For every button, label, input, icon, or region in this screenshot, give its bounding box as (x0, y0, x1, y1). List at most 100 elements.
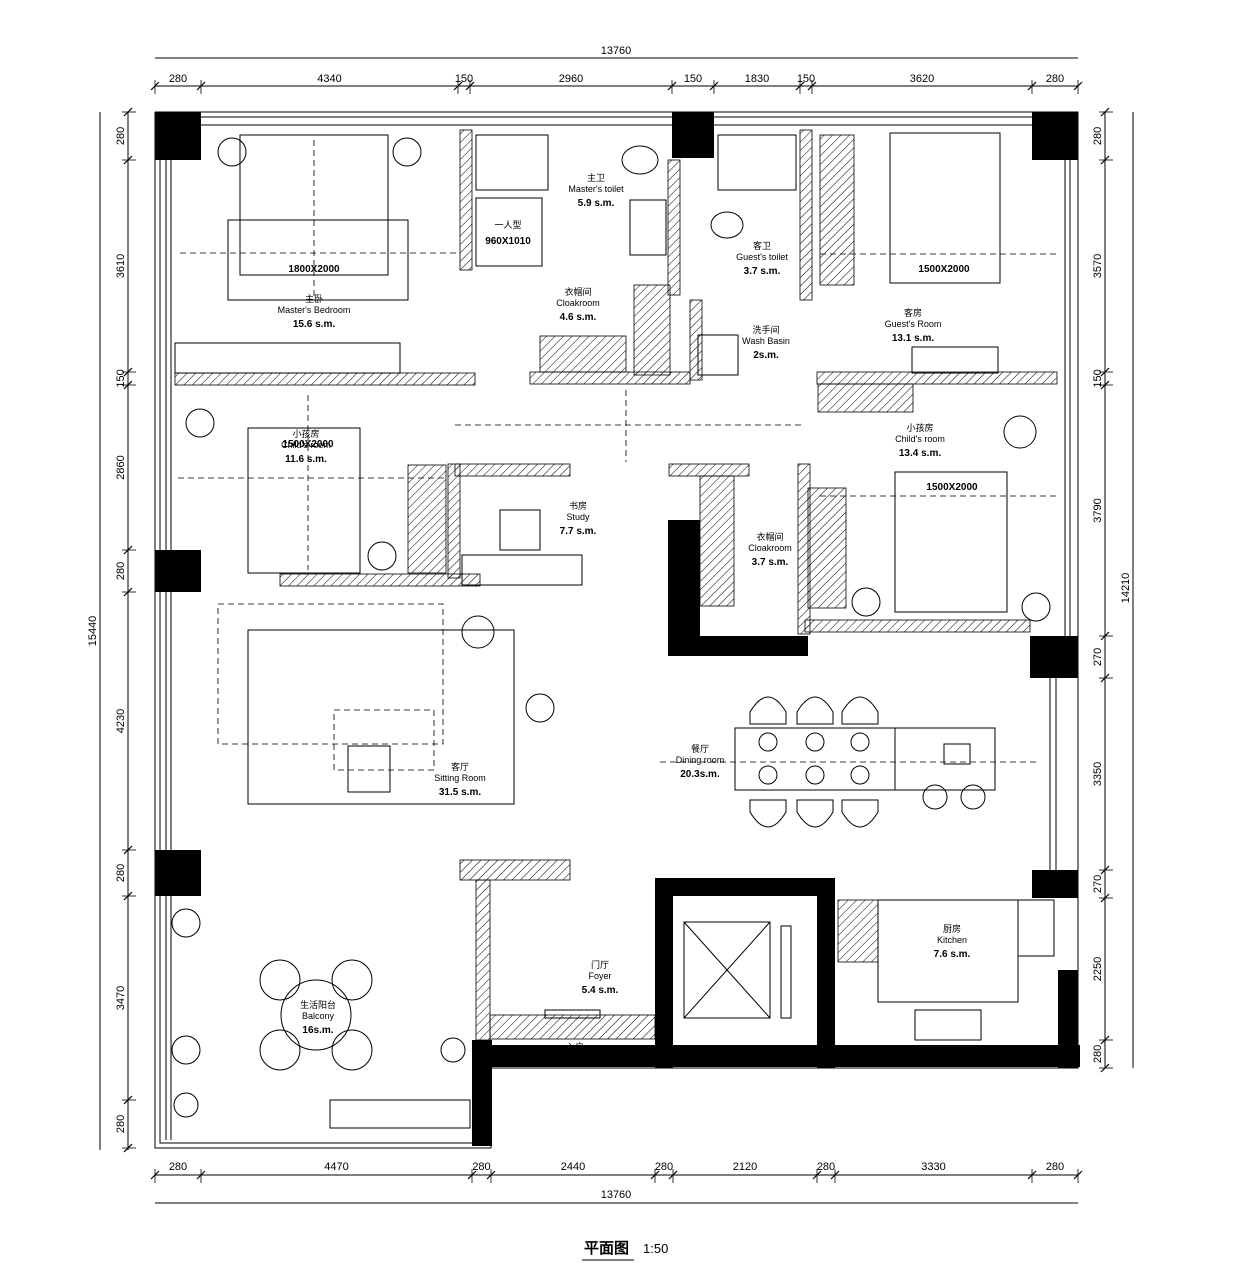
dim-right-8: 280 (1092, 1045, 1104, 1063)
dim-bottom-1: 4470 (324, 1161, 348, 1173)
guest-bed-size: 1500X2000 (918, 264, 970, 275)
child1-bed-size: 1500X2000 (282, 439, 334, 450)
dim-right-6: 270 (1092, 875, 1104, 893)
dim-bottom-6: 280 (817, 1161, 835, 1173)
left-dimension-line: 280 3610 150 2860 280 4230 280 3470 280 15440 (87, 107, 136, 1153)
dim-top-5: 1830 (745, 73, 769, 85)
room-area: 31.5 s.m. (439, 787, 481, 798)
room-name-en: Wash Basin (742, 336, 790, 346)
dim-left-8: 280 (115, 1115, 127, 1133)
room-area: 11.6 s.m. (285, 454, 327, 465)
dim-left-1: 3610 (115, 254, 127, 278)
room-area: 13.4 s.m. (899, 448, 941, 459)
dim-left-3: 2860 (115, 455, 127, 479)
room-name-en: Child's room (895, 434, 945, 444)
room-area: 3.7 s.m. (744, 266, 781, 277)
dim-right-2: 150 (1092, 369, 1104, 387)
room-name-zh: 书房 (569, 500, 587, 512)
dim-top-6: 150 (797, 73, 815, 85)
room-name-en: Kitchen (937, 935, 967, 945)
room-name-zh: 衣帽间 (756, 531, 783, 543)
room-name-zh: 餐厅 (691, 743, 709, 755)
dim-left-6: 280 (115, 864, 127, 882)
dim-top-total: 13760 (601, 45, 632, 57)
dim-right-7: 2250 (1092, 957, 1104, 981)
dim-bottom-total: 13760 (601, 1189, 632, 1201)
dim-left-2: 150 (115, 369, 127, 387)
bath-size: 960X1010 (485, 236, 531, 247)
centerlines (178, 140, 1060, 763)
dim-bottom-8: 280 (1046, 1161, 1064, 1173)
room-name-en: Master's toilet (568, 184, 624, 194)
room-area: 13.1 s.m. (892, 333, 934, 344)
room-name-en: Study (566, 512, 590, 522)
room-name-en: Cloakroom (556, 298, 600, 308)
dim-right-5: 3350 (1092, 762, 1104, 786)
room-area: 4.6 s.m. (560, 312, 597, 323)
room-name-en: Foyer (588, 971, 611, 981)
dim-bottom-3: 2440 (561, 1161, 585, 1173)
room-name-zh: 主卧 (305, 293, 323, 305)
plan-scale: 1:50 (643, 1241, 668, 1256)
room-name-en: Master's Bedroom (278, 305, 351, 315)
dim-left-4: 280 (115, 562, 127, 580)
dim-left-5: 4230 (115, 709, 127, 733)
dim-left-0: 280 (115, 127, 127, 145)
room-name-en: Balcony (302, 1011, 335, 1021)
master-bed-size: 1800X2000 (288, 264, 340, 275)
dim-left-total: 15440 (87, 616, 99, 647)
room-name-zh: 客卫 (753, 240, 771, 252)
entrance-label: 入户 (566, 1041, 584, 1053)
room-name-zh: 客厅 (451, 761, 469, 773)
dim-right-0: 280 (1092, 127, 1104, 145)
drawing-title: 平面图 1:50 (582, 1239, 668, 1261)
dim-top-8: 280 (1046, 73, 1064, 85)
dim-right-1: 3570 (1092, 254, 1104, 278)
room-name-zh: 小孩房 (292, 428, 319, 440)
room-area: 16s.m. (302, 1025, 333, 1036)
plan-title: 平面图 (584, 1239, 629, 1257)
room-name-en: Child's room (281, 440, 331, 450)
room-name-zh: 衣帽间 (564, 286, 591, 298)
dim-top-0: 280 (169, 73, 187, 85)
dim-bottom-7: 3330 (921, 1161, 945, 1173)
room-name-zh: 厨房 (943, 923, 961, 935)
room-name-zh: 生活阳台 (300, 999, 336, 1011)
dim-top-4: 150 (684, 73, 702, 85)
dim-right-total: 14210 (1120, 573, 1132, 604)
dim-bottom-0: 280 (169, 1161, 187, 1173)
dim-right-3: 3790 (1092, 498, 1104, 522)
room-area: 5.4 s.m. (582, 985, 619, 996)
dim-left-7: 3470 (115, 986, 127, 1010)
room-name-zh: 洗手间 (752, 324, 779, 336)
child2-bed-size: 1500X2000 (926, 482, 978, 493)
room-area: 20.3s.m. (680, 769, 720, 780)
dim-bottom-4: 280 (655, 1161, 673, 1173)
dim-top-2: 150 (455, 73, 473, 85)
room-name-en: Dining room (676, 755, 725, 765)
room-area: 7.6 s.m. (934, 949, 971, 960)
room-area: 2s.m. (753, 350, 779, 361)
room-name-zh: 小孩房 (906, 422, 933, 434)
room-name-en: Guest's Room (885, 319, 942, 329)
room-name-zh: 门厅 (591, 959, 609, 971)
dim-bottom-5: 2120 (733, 1161, 757, 1173)
